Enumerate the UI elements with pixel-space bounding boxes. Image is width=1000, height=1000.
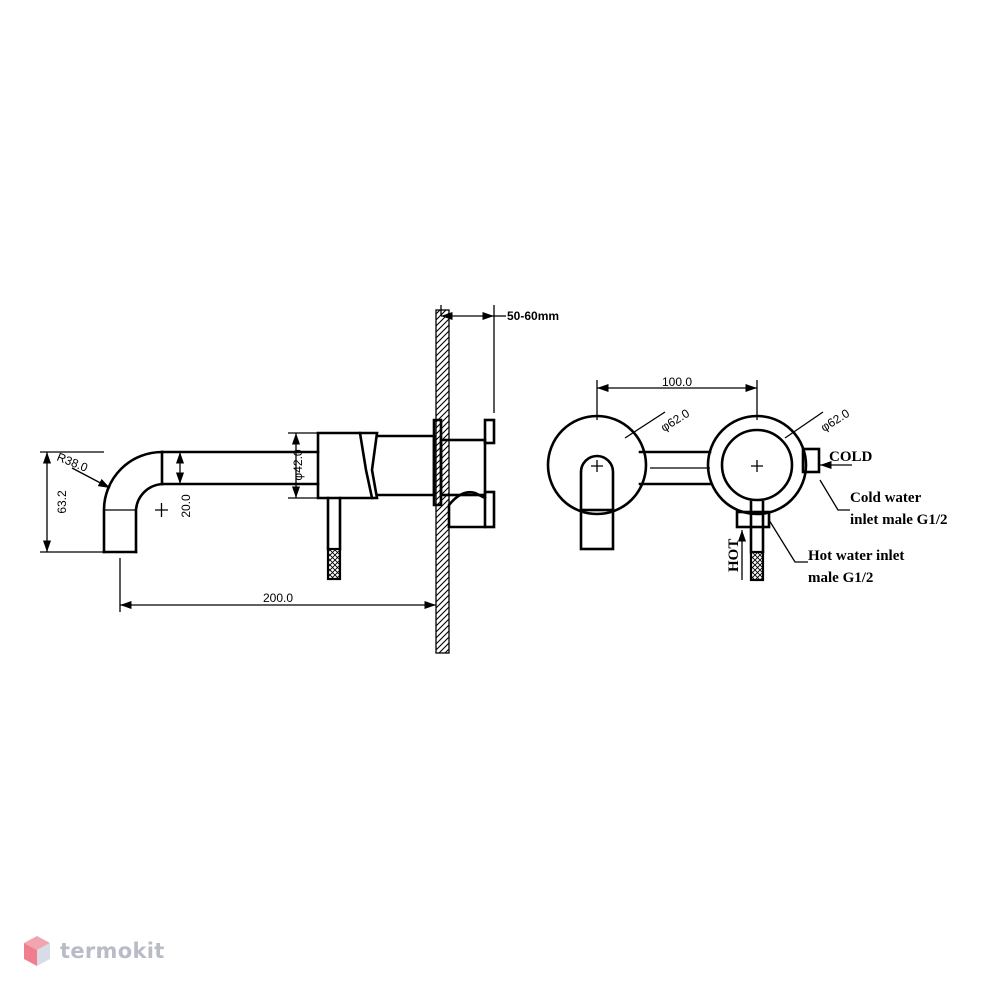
- cold-label: COLD: [829, 449, 873, 465]
- hot-note-line1: Hot water inlet: [808, 548, 904, 564]
- side-handle: [326, 496, 342, 581]
- hot-note-line2: male G1/2: [808, 570, 873, 586]
- spout: [102, 450, 320, 554]
- cold-inlet: [801, 447, 821, 474]
- spout-drop-label: 63.2: [55, 490, 69, 514]
- wall-section: [435, 309, 450, 654]
- spacing-label: 100.0: [662, 375, 692, 389]
- spout-offset-label: 20.0: [179, 494, 193, 518]
- cold-note-line1: Cold water: [850, 490, 922, 506]
- watermark-brand: termokit: [60, 939, 165, 963]
- spout-length-label: 200.0: [263, 591, 293, 605]
- mixer-cartridge: [720, 428, 794, 502]
- hot-label: HOT: [726, 539, 742, 572]
- radius-label: R38.0: [55, 450, 90, 475]
- front-view: 100.0 φ62.0 φ62.0 COLD HOT Cold water in…: [546, 375, 948, 586]
- spout-front: [579, 454, 615, 512]
- diameter-left-label: φ62.0: [658, 406, 692, 435]
- connecting-pipe: [638, 450, 712, 486]
- wall-depth-label: 50-60mm: [507, 309, 559, 323]
- cube-logo-icon: [24, 936, 50, 966]
- side-dimensions: [40, 305, 506, 612]
- body-diameter-label: φ42.0: [291, 449, 305, 480]
- hot-inlet: [735, 510, 771, 529]
- front-handle: [749, 500, 765, 582]
- side-view: 50-60mm 63.2 R38.0 20.0 φ42.0 200.0: [40, 305, 559, 654]
- watermark-logo: termokit: [22, 934, 165, 968]
- mixer-body: [316, 418, 496, 529]
- diameter-right-label: φ62.0: [818, 406, 852, 435]
- cold-note-line2: inlet male G1/2: [850, 512, 948, 528]
